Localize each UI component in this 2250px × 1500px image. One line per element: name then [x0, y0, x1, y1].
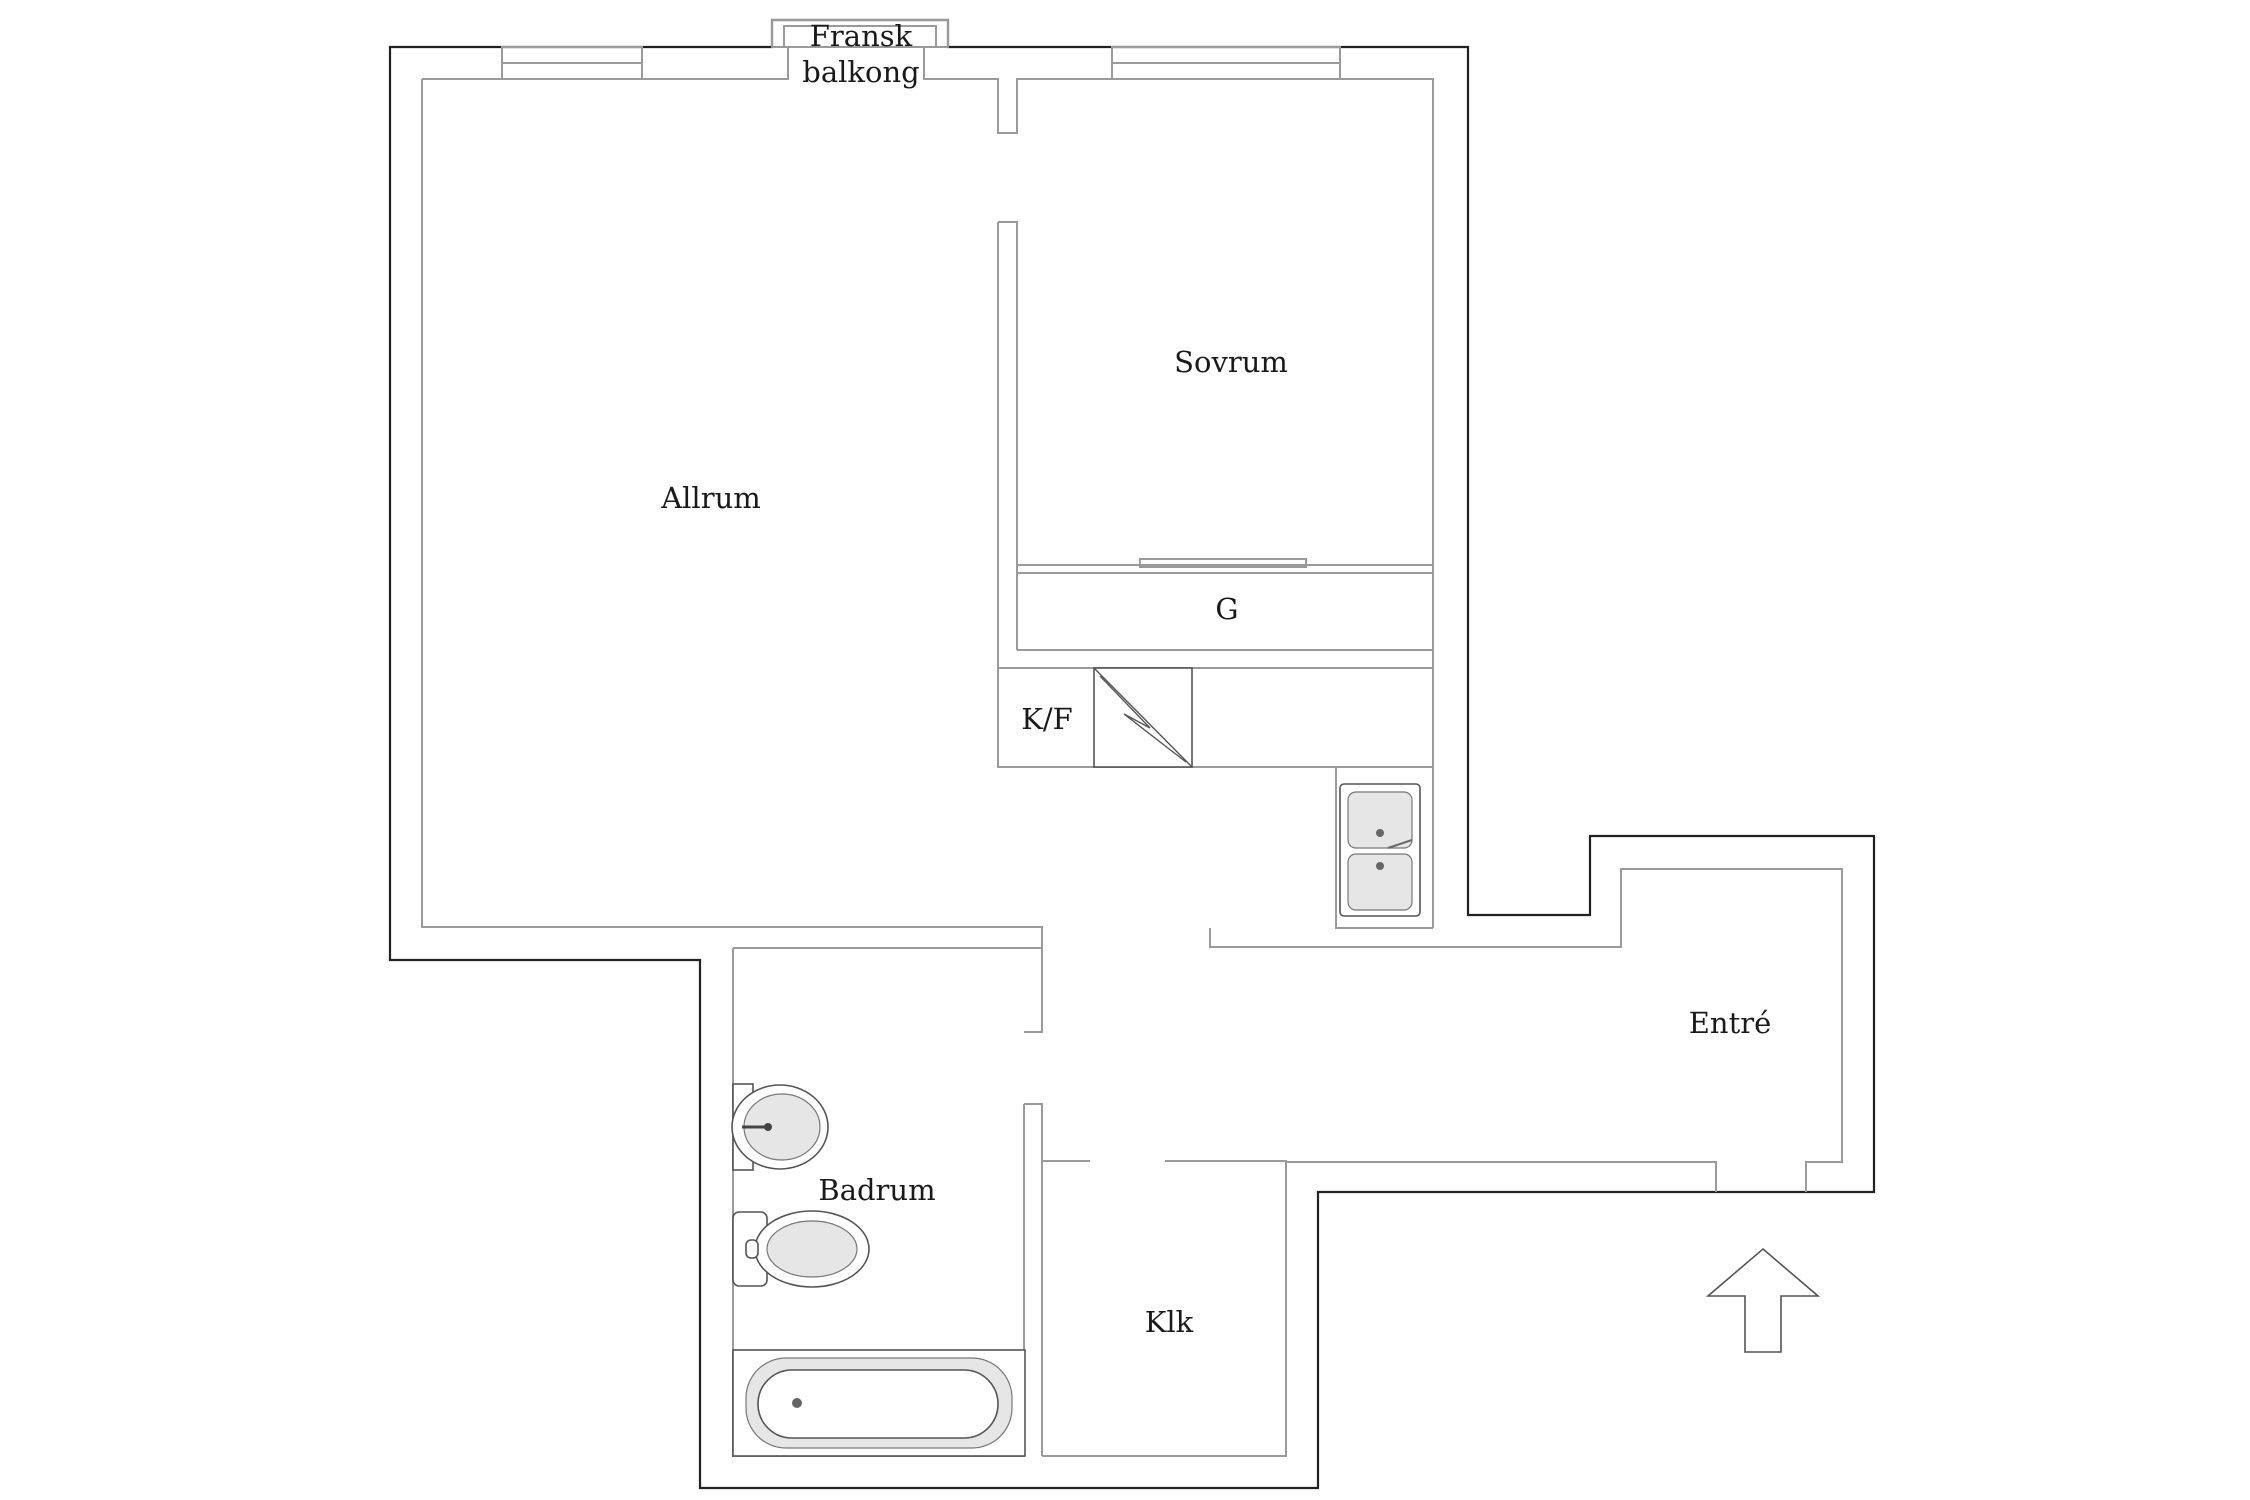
stove-icon	[1093, 667, 1193, 768]
windows	[501, 19, 1341, 80]
label-bedroom: Sovrum	[1174, 345, 1288, 379]
window-bedroom	[1111, 46, 1341, 80]
label-hall: Entré	[1689, 1006, 1772, 1040]
washbasin-icon	[731, 1083, 829, 1171]
label-balcony-line1: Fransk	[810, 19, 913, 53]
label-wardrobe: G	[1215, 592, 1238, 626]
up-arrow-icon	[1705, 1247, 1821, 1353]
interior-outline-main	[422, 46, 1434, 928]
label-living-room: Allrum	[660, 481, 761, 515]
room-labels: Fransk balkong Allrum Sovrum G K/F Entré…	[660, 19, 1771, 1339]
label-balcony-line2: balkong	[802, 55, 919, 89]
label-closet: Klk	[1145, 1305, 1194, 1339]
bathtub-icon	[732, 1349, 1026, 1457]
label-bathroom: Badrum	[818, 1173, 935, 1207]
double-sink-icon	[1339, 783, 1421, 917]
interior-walls	[732, 221, 1433, 1457]
bedroom-wall	[998, 221, 1433, 566]
toilet-icon	[732, 1210, 870, 1288]
wardrobe	[1016, 558, 1433, 651]
window-balcony	[771, 19, 949, 48]
label-fridge-freezer: K/F	[1021, 702, 1073, 736]
window-living	[501, 46, 643, 80]
interior-outline-left	[421, 79, 1043, 1033]
